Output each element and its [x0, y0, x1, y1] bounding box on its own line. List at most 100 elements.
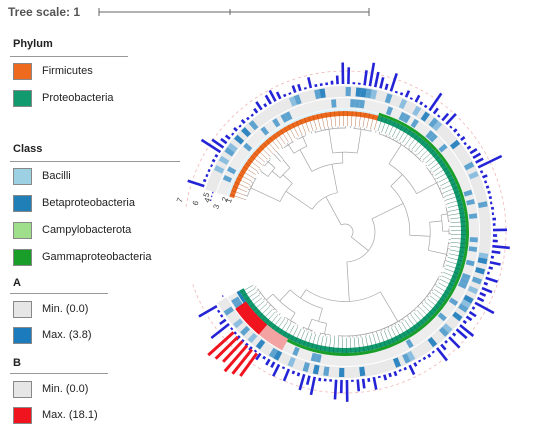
leaf-tick — [242, 288, 256, 297]
tree-branch — [247, 188, 250, 191]
leaf-tick — [357, 337, 361, 353]
leaf-tick — [287, 125, 296, 139]
bar-a — [207, 168, 211, 173]
ring-b-cell — [260, 126, 270, 136]
leaf-tick — [372, 334, 378, 349]
leaf-tick — [434, 167, 448, 176]
tree-branch — [275, 310, 278, 313]
ring-a-cell — [438, 326, 449, 337]
leaf-tick — [262, 142, 274, 155]
leaf-tick — [388, 121, 396, 136]
legend-title-phylum: Phylum — [13, 38, 53, 50]
bar-a — [475, 157, 484, 164]
ring-a-cell — [398, 98, 408, 110]
ring-a-cell — [360, 87, 367, 98]
bar-a — [309, 376, 316, 396]
bar-a — [481, 286, 493, 294]
ring-a-cell — [241, 127, 252, 138]
tree-branch — [402, 318, 404, 321]
legend-swatch — [13, 248, 32, 266]
bar-b — [222, 340, 244, 363]
ring-a-cell — [432, 120, 443, 132]
tree-branch — [434, 283, 437, 286]
leaf-tick — [269, 137, 280, 150]
bar-a — [314, 84, 318, 88]
ring-a-cell — [227, 142, 238, 153]
legend-item-label: Bacilli — [42, 170, 71, 182]
legend-divider — [10, 56, 128, 57]
leaf-tick — [387, 328, 395, 343]
bar-a — [419, 101, 424, 106]
ring-a-cell — [312, 364, 320, 375]
tree-branch — [283, 316, 286, 319]
tree-branch — [443, 196, 446, 198]
tree-branch — [442, 260, 446, 268]
bar-a — [483, 281, 489, 286]
leaf-tick — [383, 330, 390, 345]
leaf-tick — [273, 134, 283, 147]
tree-branch — [392, 137, 395, 141]
bar-a — [469, 148, 478, 155]
leaf-tick — [304, 117, 310, 133]
bar-a — [291, 85, 297, 94]
leaf-tick — [307, 332, 313, 348]
tree-branch — [441, 213, 448, 216]
ring-a-cell — [345, 87, 351, 97]
ring-b-cell — [438, 143, 448, 153]
ring-a-cell — [213, 165, 225, 174]
leaf-tick — [402, 130, 411, 143]
tree-branch — [415, 155, 422, 162]
ring-a-cell — [412, 105, 422, 117]
ring-b-cell — [226, 166, 237, 175]
leaf-tick — [441, 275, 456, 283]
leaf-tick — [391, 327, 399, 341]
bar-a — [482, 174, 488, 179]
bar-a — [255, 352, 262, 361]
tree-branch — [283, 144, 290, 149]
ring-a-cell — [471, 276, 483, 285]
tree-branch — [266, 301, 269, 304]
leaf-tick — [275, 318, 285, 332]
ring-a-cell — [406, 350, 416, 362]
bar-a — [413, 362, 418, 367]
leaf-tick — [244, 291, 258, 301]
tree-branch — [434, 178, 437, 180]
ring-a-cell — [255, 339, 266, 350]
leaf-tick — [413, 312, 424, 325]
bar-a — [265, 358, 271, 366]
tree-branch — [413, 309, 416, 312]
tree-branch — [273, 153, 282, 162]
tree-branch — [311, 192, 338, 210]
tree-branch — [305, 289, 381, 302]
ring-number-label: 2 — [220, 195, 230, 203]
tree-branch — [364, 331, 373, 335]
bar-a — [476, 296, 485, 303]
bar-a — [491, 250, 501, 255]
leaf-tick — [377, 116, 383, 132]
leaf-tick — [268, 314, 279, 327]
tree-branch — [426, 295, 429, 298]
ring-a-cell — [477, 257, 488, 265]
bar-a — [422, 356, 427, 361]
tree-branch — [388, 137, 415, 155]
ring-b-cell — [469, 237, 478, 243]
leaf-tick — [408, 135, 418, 148]
leaf-tick — [450, 216, 466, 220]
tree-branch — [298, 135, 306, 140]
tree-branch — [398, 320, 401, 323]
tree-scale-bar — [98, 8, 370, 16]
leaf-tick — [256, 149, 268, 160]
tree-branch — [441, 192, 444, 195]
tree-branch — [411, 150, 413, 153]
ring-a-cell — [302, 362, 310, 373]
tree-branch — [444, 200, 447, 202]
tree-branch — [268, 304, 271, 307]
ring-a-cell — [338, 367, 345, 377]
ring-a-cell — [370, 89, 378, 100]
tree-branch — [281, 146, 284, 149]
leaf-tick — [240, 284, 254, 293]
tree-branch — [310, 131, 313, 134]
leaf-tick — [334, 111, 337, 127]
ring-a-cell — [427, 336, 438, 348]
legend-swatch — [13, 167, 32, 185]
